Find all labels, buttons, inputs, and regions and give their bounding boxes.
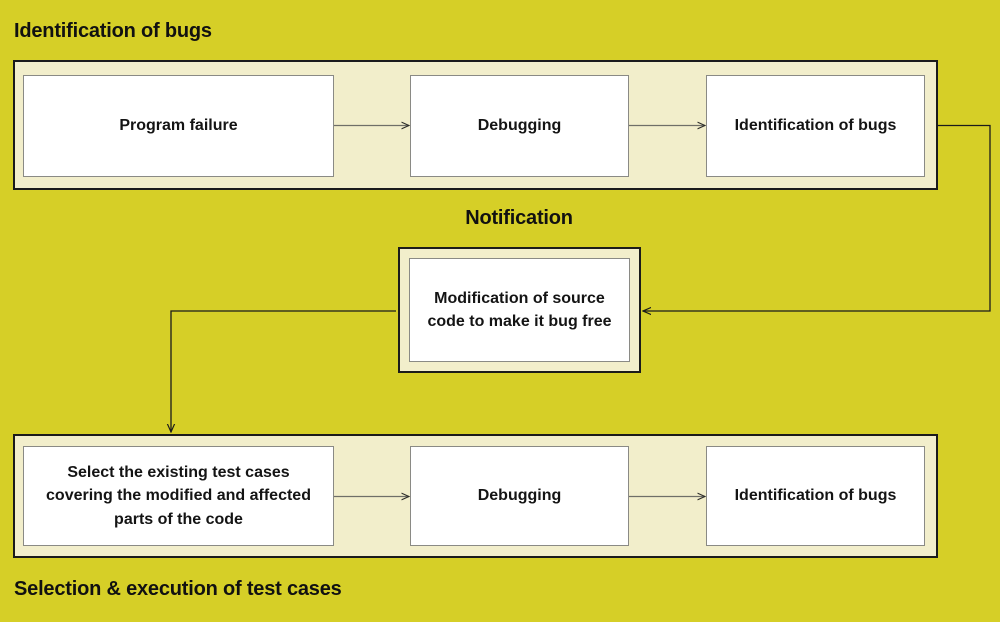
node-debugging-top-label: Debugging bbox=[477, 117, 562, 135]
node-debugging-bottom[interactable]: Debugging bbox=[410, 446, 629, 546]
node-debugging-top[interactable]: Debugging bbox=[410, 75, 629, 177]
node-program-failure[interactable]: Program failure bbox=[23, 75, 334, 177]
node-modification-of-source-code[interactable]: Modification of source code to make it b… bbox=[409, 258, 630, 362]
connector-notification-to-bottom bbox=[171, 310, 396, 432]
node-select-existing-test-cases[interactable]: Select the existing test cases covering … bbox=[23, 446, 334, 546]
section-heading-notification: Notification bbox=[465, 207, 573, 229]
node-modification-of-source-code-label: Modification of source code to make it b… bbox=[427, 289, 612, 330]
section-heading-identification: Identification of bugs bbox=[14, 20, 212, 42]
node-identification-of-bugs-bottom[interactable]: Identification of bugs bbox=[706, 446, 925, 546]
node-debugging-bottom-label: Debugging bbox=[477, 487, 562, 505]
node-program-failure-label: Program failure bbox=[119, 117, 238, 135]
node-identification-of-bugs-top[interactable]: Identification of bugs bbox=[706, 75, 925, 177]
node-select-existing-test-cases-label: Select the existing test cases covering … bbox=[46, 464, 311, 528]
node-identification-of-bugs-bottom-label: Identification of bugs bbox=[734, 487, 897, 505]
node-identification-of-bugs-top-label: Identification of bugs bbox=[734, 117, 897, 135]
section-heading-selection-execution: Selection & execution of test cases bbox=[14, 578, 342, 600]
